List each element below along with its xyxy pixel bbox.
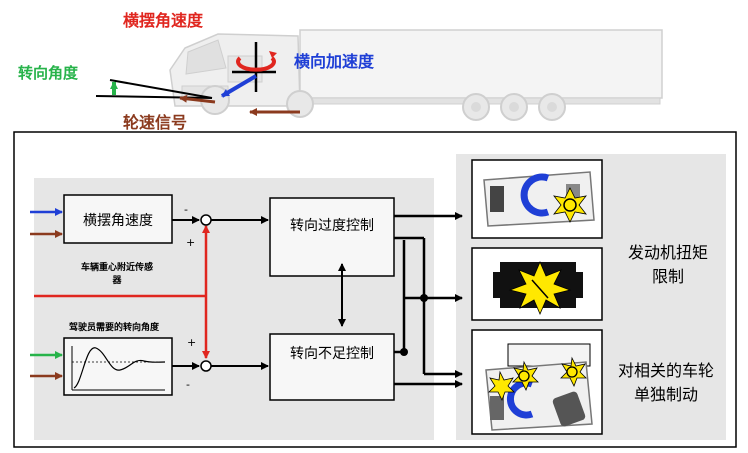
driver-steering-box [63, 337, 173, 396]
engine-illustration [493, 260, 583, 316]
yaw-rate-label-top: 横摆角速度 [123, 11, 204, 30]
understeer-control-box [269, 333, 395, 401]
yaw-rate-box-label: 横摆角速度 [83, 213, 153, 229]
wheel-brake-label-line1: 对相关的车轮 [618, 361, 714, 380]
truck-illustration [95, 29, 663, 121]
oversteer-control-label: 转向过度控制 [290, 218, 374, 234]
sensor-caption-line1: 车辆重心附近传感 [81, 261, 153, 273]
summing-junction-top [200, 214, 212, 226]
step-response-curve [73, 347, 166, 389]
steering-line-2 [95, 95, 213, 99]
yaw-rate-box [63, 194, 173, 244]
sign-plus-bottom: + [187, 336, 196, 349]
wheel-speed-label: 轮速信号 [123, 113, 187, 132]
brake-top-illustration [483, 171, 595, 227]
truck-trailer [299, 29, 663, 99]
wheel-speed-arrow-front [179, 94, 216, 104]
sign-plus-top: + [186, 236, 195, 249]
wheel-brake-label-line2: 单独制动 [634, 385, 698, 404]
brake-star-3 [560, 356, 587, 387]
sensor-caption-line2: 器 [111, 275, 122, 286]
sign-minus-top: - [184, 203, 188, 216]
brake-star-top [553, 187, 587, 223]
brake-bottom-illustration [485, 343, 593, 431]
summing-junction-bottom [200, 360, 212, 372]
steering-line-1 [109, 79, 213, 99]
lateral-accel-label: 横向加速度 [294, 52, 375, 71]
brake-star-1 [488, 370, 515, 401]
understeer-control-label: 转向不足控制 [290, 346, 374, 362]
lateral-accel-arrow [220, 74, 258, 98]
steering-angle-label: 转向角度 [18, 64, 79, 82]
sign-minus-bottom: - [186, 378, 190, 391]
rotation-arrow-blue-top [520, 173, 550, 217]
yaw-rotation-icon [236, 56, 276, 72]
brake-star-2 [512, 360, 539, 391]
oversteer-control-box [269, 197, 395, 277]
engine-torque-label-line2: 限制 [652, 267, 684, 286]
driver-caption: 驾驶员需要的转向角度 [69, 321, 160, 333]
engine-torque-label-line1: 发动机扭矩 [628, 243, 708, 262]
